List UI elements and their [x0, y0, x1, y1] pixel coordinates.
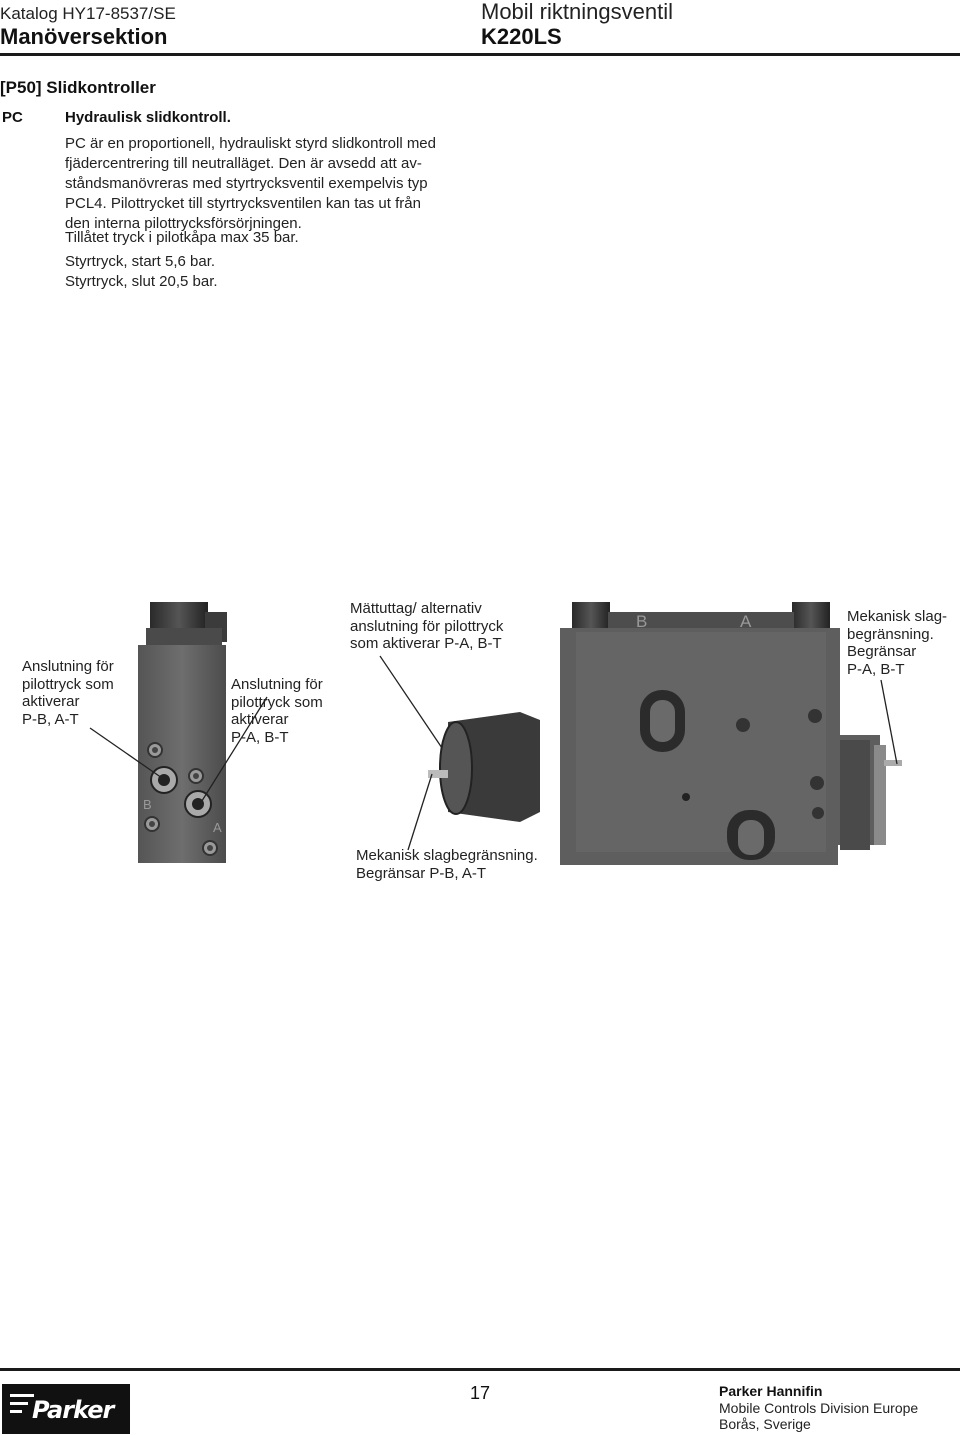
callout-stroke-limit-pb: Mekanisk slagbegränsning. Begränsar P-B,…: [356, 847, 538, 882]
header-rule: [0, 53, 960, 56]
catalog-number: Katalog HY17-8537/SE: [0, 4, 176, 23]
section-heading: Manöversektion: [0, 24, 168, 49]
page-number: 17: [470, 1383, 491, 1403]
description-line: fjädercentrering till neutralläget. Den …: [65, 155, 422, 172]
product-type: Mobil riktningsventil: [481, 0, 673, 24]
description-line: PC är en proportionell, hydrauliskt styr…: [65, 135, 436, 152]
description-line: ståndsmanövreras med styrtrycksventil ex…: [65, 175, 428, 192]
casting-letter-b: B: [143, 797, 152, 812]
max-pressure: Tillåtet tryck i pilotkåpa max 35 bar.: [65, 229, 299, 246]
description-line: PCL4. Pilottrycket till styrtrycksventil…: [65, 195, 421, 212]
option-code: PC: [2, 109, 23, 126]
pressure-end: Styrtryck, slut 20,5 bar.: [65, 273, 218, 290]
company-division: Mobile Controls Division Europe: [719, 1400, 919, 1416]
callout-stroke-limit-pa: Mekanisk slag- begränsning. Begränsar P-…: [847, 608, 948, 678]
option-title: Hydraulisk slidkontroll.: [65, 109, 231, 126]
callout-pilot-pa-bt: Anslutning för pilottryck som aktiverar …: [231, 676, 323, 746]
leader-lines: [89, 655, 898, 851]
company-name: Parker Hannifin: [719, 1383, 823, 1399]
callout-gauge-port: Mättuttag/ alternativ anslutning för pil…: [350, 600, 504, 652]
description-line: den interna pilottrycksförsörjningen.: [65, 215, 302, 232]
company-location: Borås, Sverige: [719, 1416, 811, 1432]
section-title: [P50] Slidkontroller: [0, 78, 156, 97]
parker-logo-wordmark: Parker: [32, 1396, 114, 1424]
pressure-start: Styrtryck, start 5,6 bar.: [65, 253, 216, 270]
valve-side-view: [138, 602, 227, 863]
parker-logo: Parker: [2, 1384, 130, 1434]
footer-rule: [0, 1368, 960, 1371]
valve-front-view: [428, 602, 902, 865]
port-b-label: B: [636, 612, 648, 631]
product-model: K220LS: [481, 24, 562, 49]
port-a-label: A: [740, 612, 752, 631]
callout-pilot-pb-at: Anslutning för pilottryck som aktiverar …: [22, 658, 114, 728]
casting-letter-a: A: [213, 820, 222, 835]
option-description: PC är en proportionell, hydrauliskt styr…: [65, 134, 465, 234]
